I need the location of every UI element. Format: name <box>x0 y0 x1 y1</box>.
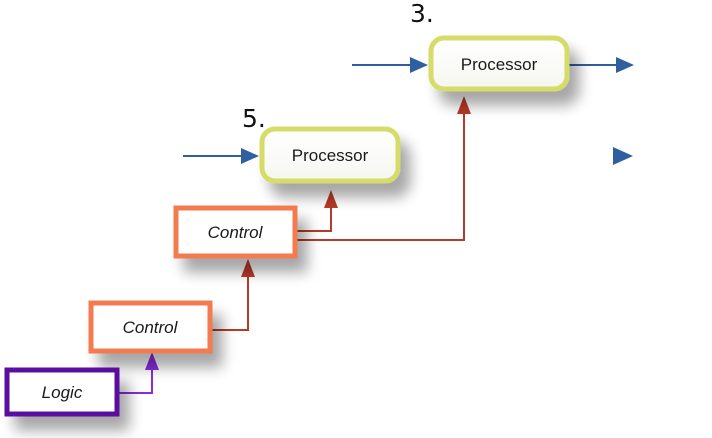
arrowhead <box>241 148 259 164</box>
arrowhead <box>613 147 633 165</box>
control-to-processor-mid <box>296 208 332 232</box>
step-number-middle: 5. <box>242 104 266 133</box>
processor-mid-node <box>259 126 401 184</box>
arrowhead <box>616 57 634 73</box>
logic-label: Logic <box>42 383 83 402</box>
control-to-control <box>210 276 249 331</box>
data-flow-arrows <box>183 57 634 165</box>
control-upper-label: Control <box>208 223 264 242</box>
control-lower-node <box>88 300 213 354</box>
processor-mid-label: Processor <box>292 146 369 165</box>
logic-arrow <box>118 352 159 394</box>
control-to-processor-top <box>296 113 465 241</box>
control-upper-node <box>173 205 298 259</box>
logic-node <box>4 367 120 417</box>
control-lower-label: Control <box>123 318 179 337</box>
processor-top-label: Processor <box>461 55 538 74</box>
control-arrows <box>210 113 465 331</box>
control-arrowheads <box>241 96 471 277</box>
arrowhead <box>241 259 255 277</box>
arrowhead <box>457 96 471 114</box>
step-number-top: 3. <box>410 0 434 28</box>
arrowhead <box>324 190 338 208</box>
arrowhead <box>410 57 428 73</box>
arrowhead <box>145 352 159 370</box>
processor-top-node <box>428 35 570 92</box>
